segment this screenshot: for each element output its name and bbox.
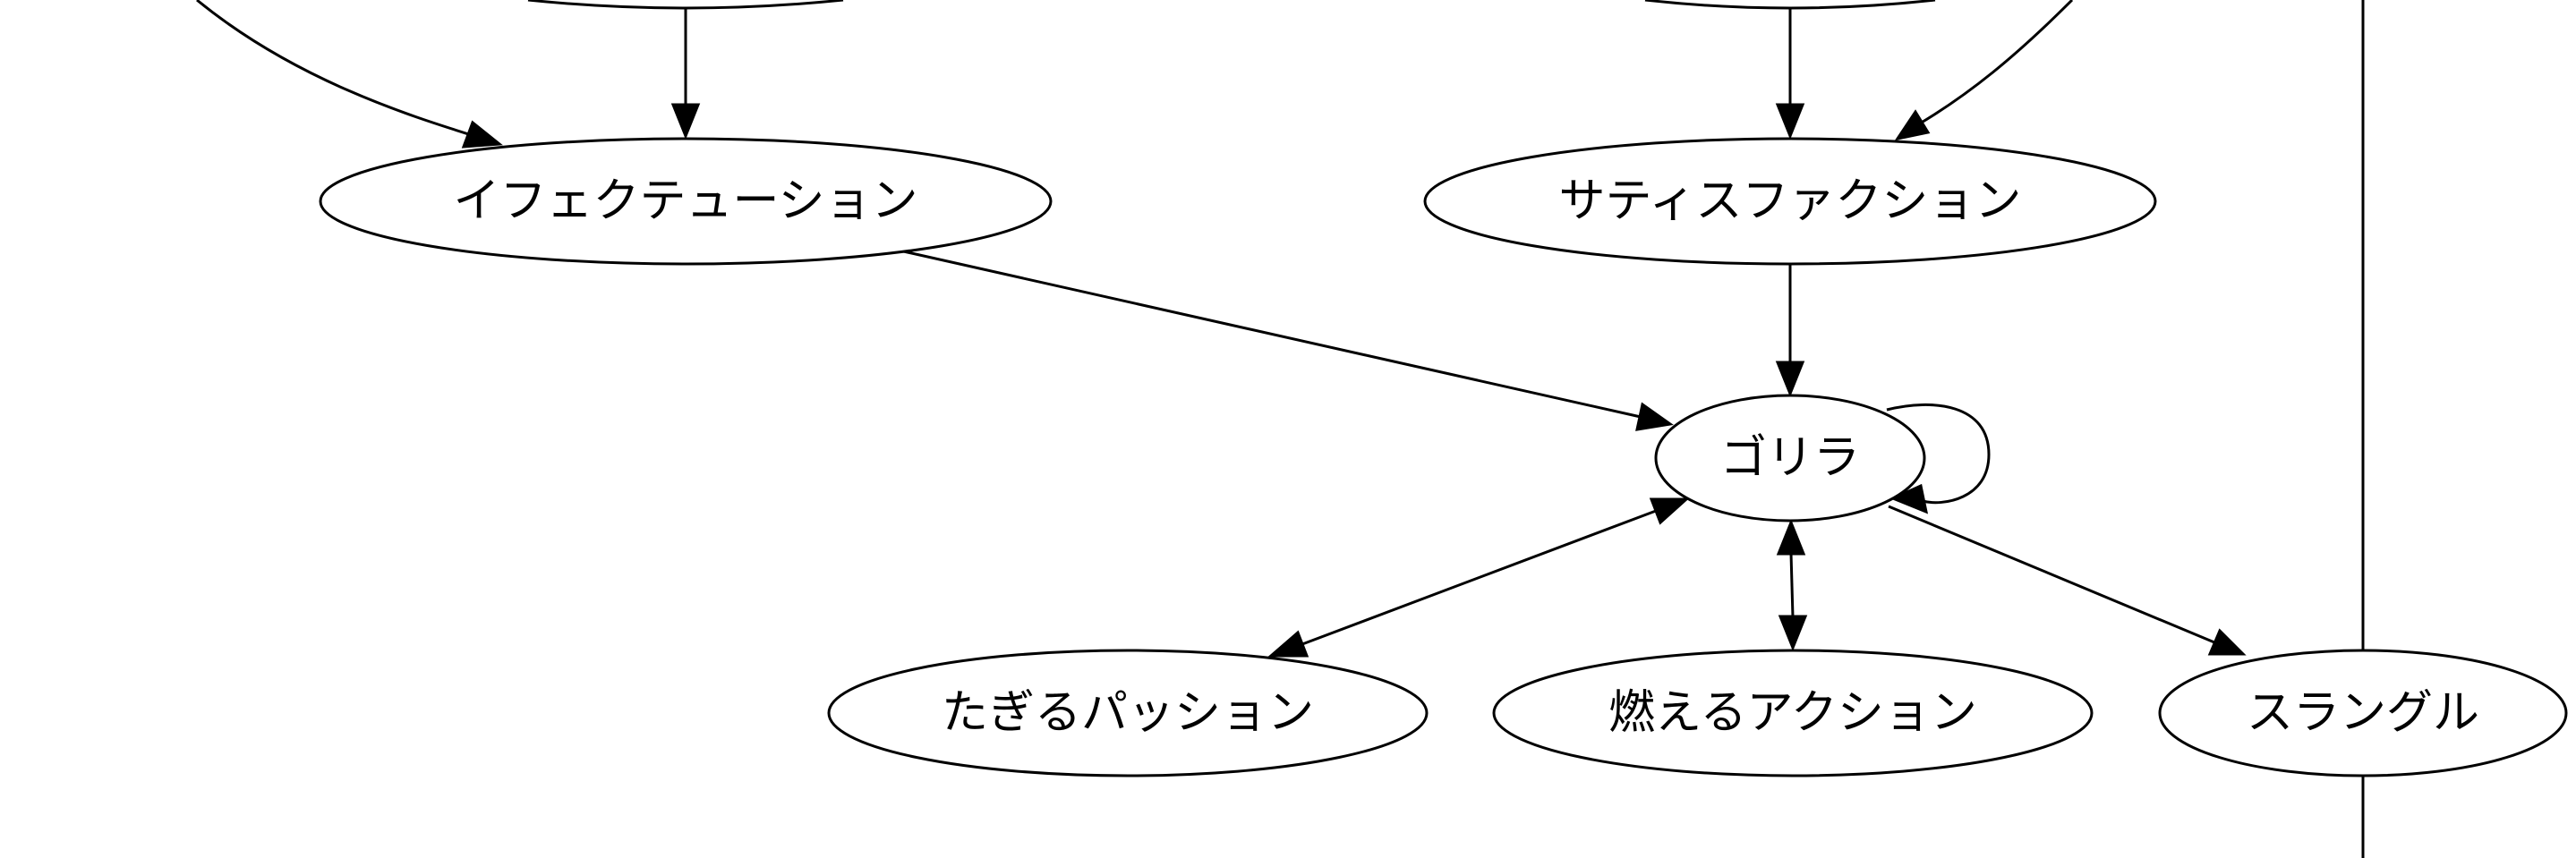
- arrowhead-satisfaction-right: [1894, 109, 1931, 141]
- node-strangle-label: スラングル: [2247, 686, 2479, 740]
- node-gorilla-shape: [1654, 394, 1926, 522]
- arrowhead-strangle: [2207, 628, 2247, 656]
- node-tagiru-label: たぎるパッション: [942, 686, 1314, 740]
- node-tagiru-shape: [827, 649, 1429, 777]
- node-strangle[interactable]: スラングル: [2158, 649, 2568, 777]
- edge-gorilla-self-loop: [1886, 403, 1991, 505]
- edge-gorilla-tagiru: [1301, 509, 1657, 646]
- node-strangle-shape: [2158, 649, 2568, 777]
- node-satisfaction-shape: [1423, 137, 2157, 266]
- node-effectuation-shape: [319, 137, 1053, 266]
- edge-gorilla-moeru: [1789, 552, 1795, 618]
- arrowhead-moeru: [1778, 615, 1808, 652]
- edges: [196, 0, 2365, 858]
- node-gorilla[interactable]: ゴリラ: [1654, 394, 1926, 522]
- node-moeru-shape: [1492, 649, 2094, 777]
- node-tagiru[interactable]: たぎるパッション: [827, 649, 1429, 777]
- arrowhead-gorilla-from-tagiru: [1649, 497, 1690, 525]
- node-effectuation-label: イフェクテューション: [454, 174, 918, 228]
- node-satisfaction[interactable]: サティスファクション: [1423, 137, 2157, 266]
- offscreen-node-top-left: [527, 0, 844, 10]
- arrowhead-gorilla-from-effectuation: [1635, 402, 1674, 431]
- arrowhead-satisfaction-top: [1775, 103, 1805, 140]
- edge-gorilla-to-strangle: [1888, 505, 2215, 644]
- node-moeru-label: 燃えるアクション: [1608, 686, 1977, 740]
- offscreen-node-top-right: [1644, 0, 1936, 10]
- edge-offscreen-to-effectuation-left: [196, 0, 475, 138]
- arrowhead-tagiru: [1267, 630, 1309, 658]
- node-moeru[interactable]: 燃えるアクション: [1492, 649, 2094, 777]
- node-effectuation[interactable]: イフェクテューション: [319, 137, 1053, 266]
- node-gorilla-label: ゴリラ: [1720, 431, 1860, 485]
- arrowhead-effectuation-left: [461, 120, 503, 149]
- arrowhead-gorilla-from-moeru: [1776, 518, 1806, 556]
- arrowhead-effectuation-top: [670, 103, 701, 140]
- node-satisfaction-label: サティスファクション: [1559, 174, 2022, 228]
- edge-effectuation-to-gorilla: [899, 249, 1642, 419]
- edge-offscreen-to-satisfaction-right: [1919, 0, 2074, 125]
- arrowhead-gorilla-self-loop: [1889, 483, 1929, 514]
- arrowhead-gorilla-from-satisfaction: [1775, 361, 1805, 398]
